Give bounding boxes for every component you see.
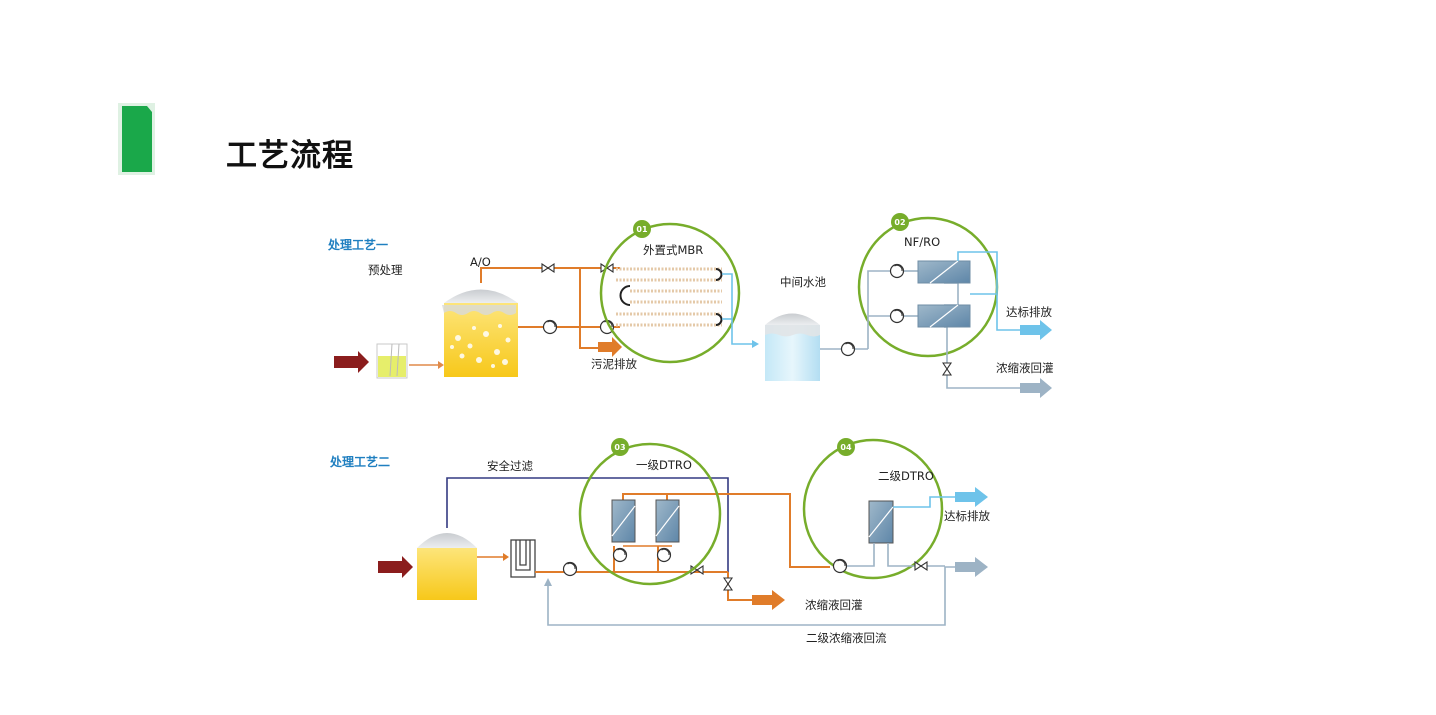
pump-icon — [562, 561, 578, 577]
pump-icon — [656, 547, 672, 563]
cartridge-filter-icon — [510, 539, 536, 578]
secondary-reflux-label: 二级浓缩液回流 — [806, 631, 887, 645]
dtro-module-icon — [655, 499, 680, 543]
sludge-label: 污泥排放 — [591, 357, 637, 371]
pump-icon — [832, 558, 848, 574]
dtro-stage-one-circle — [578, 442, 722, 586]
discharge-arrow-icon — [1020, 320, 1052, 340]
badge-04 — [837, 438, 855, 456]
pump-icon — [612, 547, 628, 563]
pump-icon — [889, 308, 905, 324]
dtro-module-icon — [611, 499, 636, 543]
concentrate-outlet-arrow-icon — [955, 557, 988, 577]
concentrate-label: 浓缩液回灌 — [996, 361, 1054, 375]
process-two-heading: 处理工艺二 — [329, 454, 390, 469]
ao-label: A/O — [470, 255, 491, 269]
dtro-module-icon — [868, 500, 894, 544]
mbr-membrane-tubes — [616, 267, 722, 327]
secondary-reflux-pipe — [547, 566, 955, 626]
storage-tank-icon — [417, 533, 477, 600]
pretreatment-label: 预处理 — [368, 263, 403, 277]
ao-tank-icon — [442, 289, 518, 377]
process-two: 处理工艺二 安全过滤 — [329, 438, 990, 645]
concentrate-arrow-icon — [1020, 378, 1052, 398]
pump-icon — [542, 319, 558, 335]
safety-filter-bypass-pipe — [446, 477, 729, 572]
discharge-label: 达标排放 — [944, 509, 990, 523]
badge-02 — [891, 213, 909, 231]
dtro-stage-two-label: 二级DTRO — [878, 469, 934, 483]
mbr-circle — [599, 222, 741, 364]
pump-icon — [889, 263, 905, 279]
svg-text:02: 02 — [894, 218, 905, 227]
middle-tank-label: 中间水池 — [780, 275, 826, 289]
pretreatment-beaker-icon — [376, 343, 408, 379]
svg-text:03: 03 — [614, 443, 625, 452]
dtro-stage-two-circle — [802, 438, 944, 580]
dtro-stage-one-label: 一级DTRO — [636, 458, 692, 472]
title-accent-tab — [118, 103, 155, 175]
concentrate-label: 浓缩液回灌 — [805, 598, 863, 612]
process-one: 处理工艺一 预处理 A/O — [327, 213, 1054, 398]
mbr-label: 外置式MBR — [643, 243, 703, 257]
middle-water-tank-icon — [765, 313, 820, 381]
pump-icon — [840, 341, 856, 357]
svg-text:01: 01 — [636, 225, 648, 234]
page-title: 工艺流程 — [226, 138, 354, 174]
nfro-permeate-pipes — [957, 251, 1020, 331]
inlet-arrow-icon — [378, 556, 413, 578]
process-one-heading: 处理工艺一 — [327, 237, 388, 252]
badge-01 — [633, 220, 651, 238]
discharge-arrow-icon — [955, 487, 988, 507]
inlet-arrow-icon — [334, 351, 369, 373]
svg-text:04: 04 — [840, 443, 852, 452]
mbr-permeate-pipe — [722, 273, 752, 345]
safety-filter-label: 安全过滤 — [487, 459, 533, 473]
nfro-label: NF/RO — [904, 235, 940, 249]
sludge-arrow-icon — [598, 337, 622, 357]
badge-03 — [611, 438, 629, 456]
discharge-label: 达标排放 — [1006, 305, 1052, 319]
concentrate-arrow-icon — [752, 590, 785, 610]
